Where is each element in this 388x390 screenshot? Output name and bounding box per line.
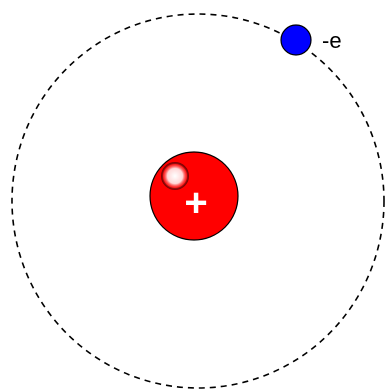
nucleus: + xyxy=(150,152,238,240)
electron-body xyxy=(281,25,311,55)
nucleus-charge-symbol: + xyxy=(184,181,207,225)
electron-label: -e xyxy=(322,28,342,53)
electron: -e xyxy=(281,25,342,55)
